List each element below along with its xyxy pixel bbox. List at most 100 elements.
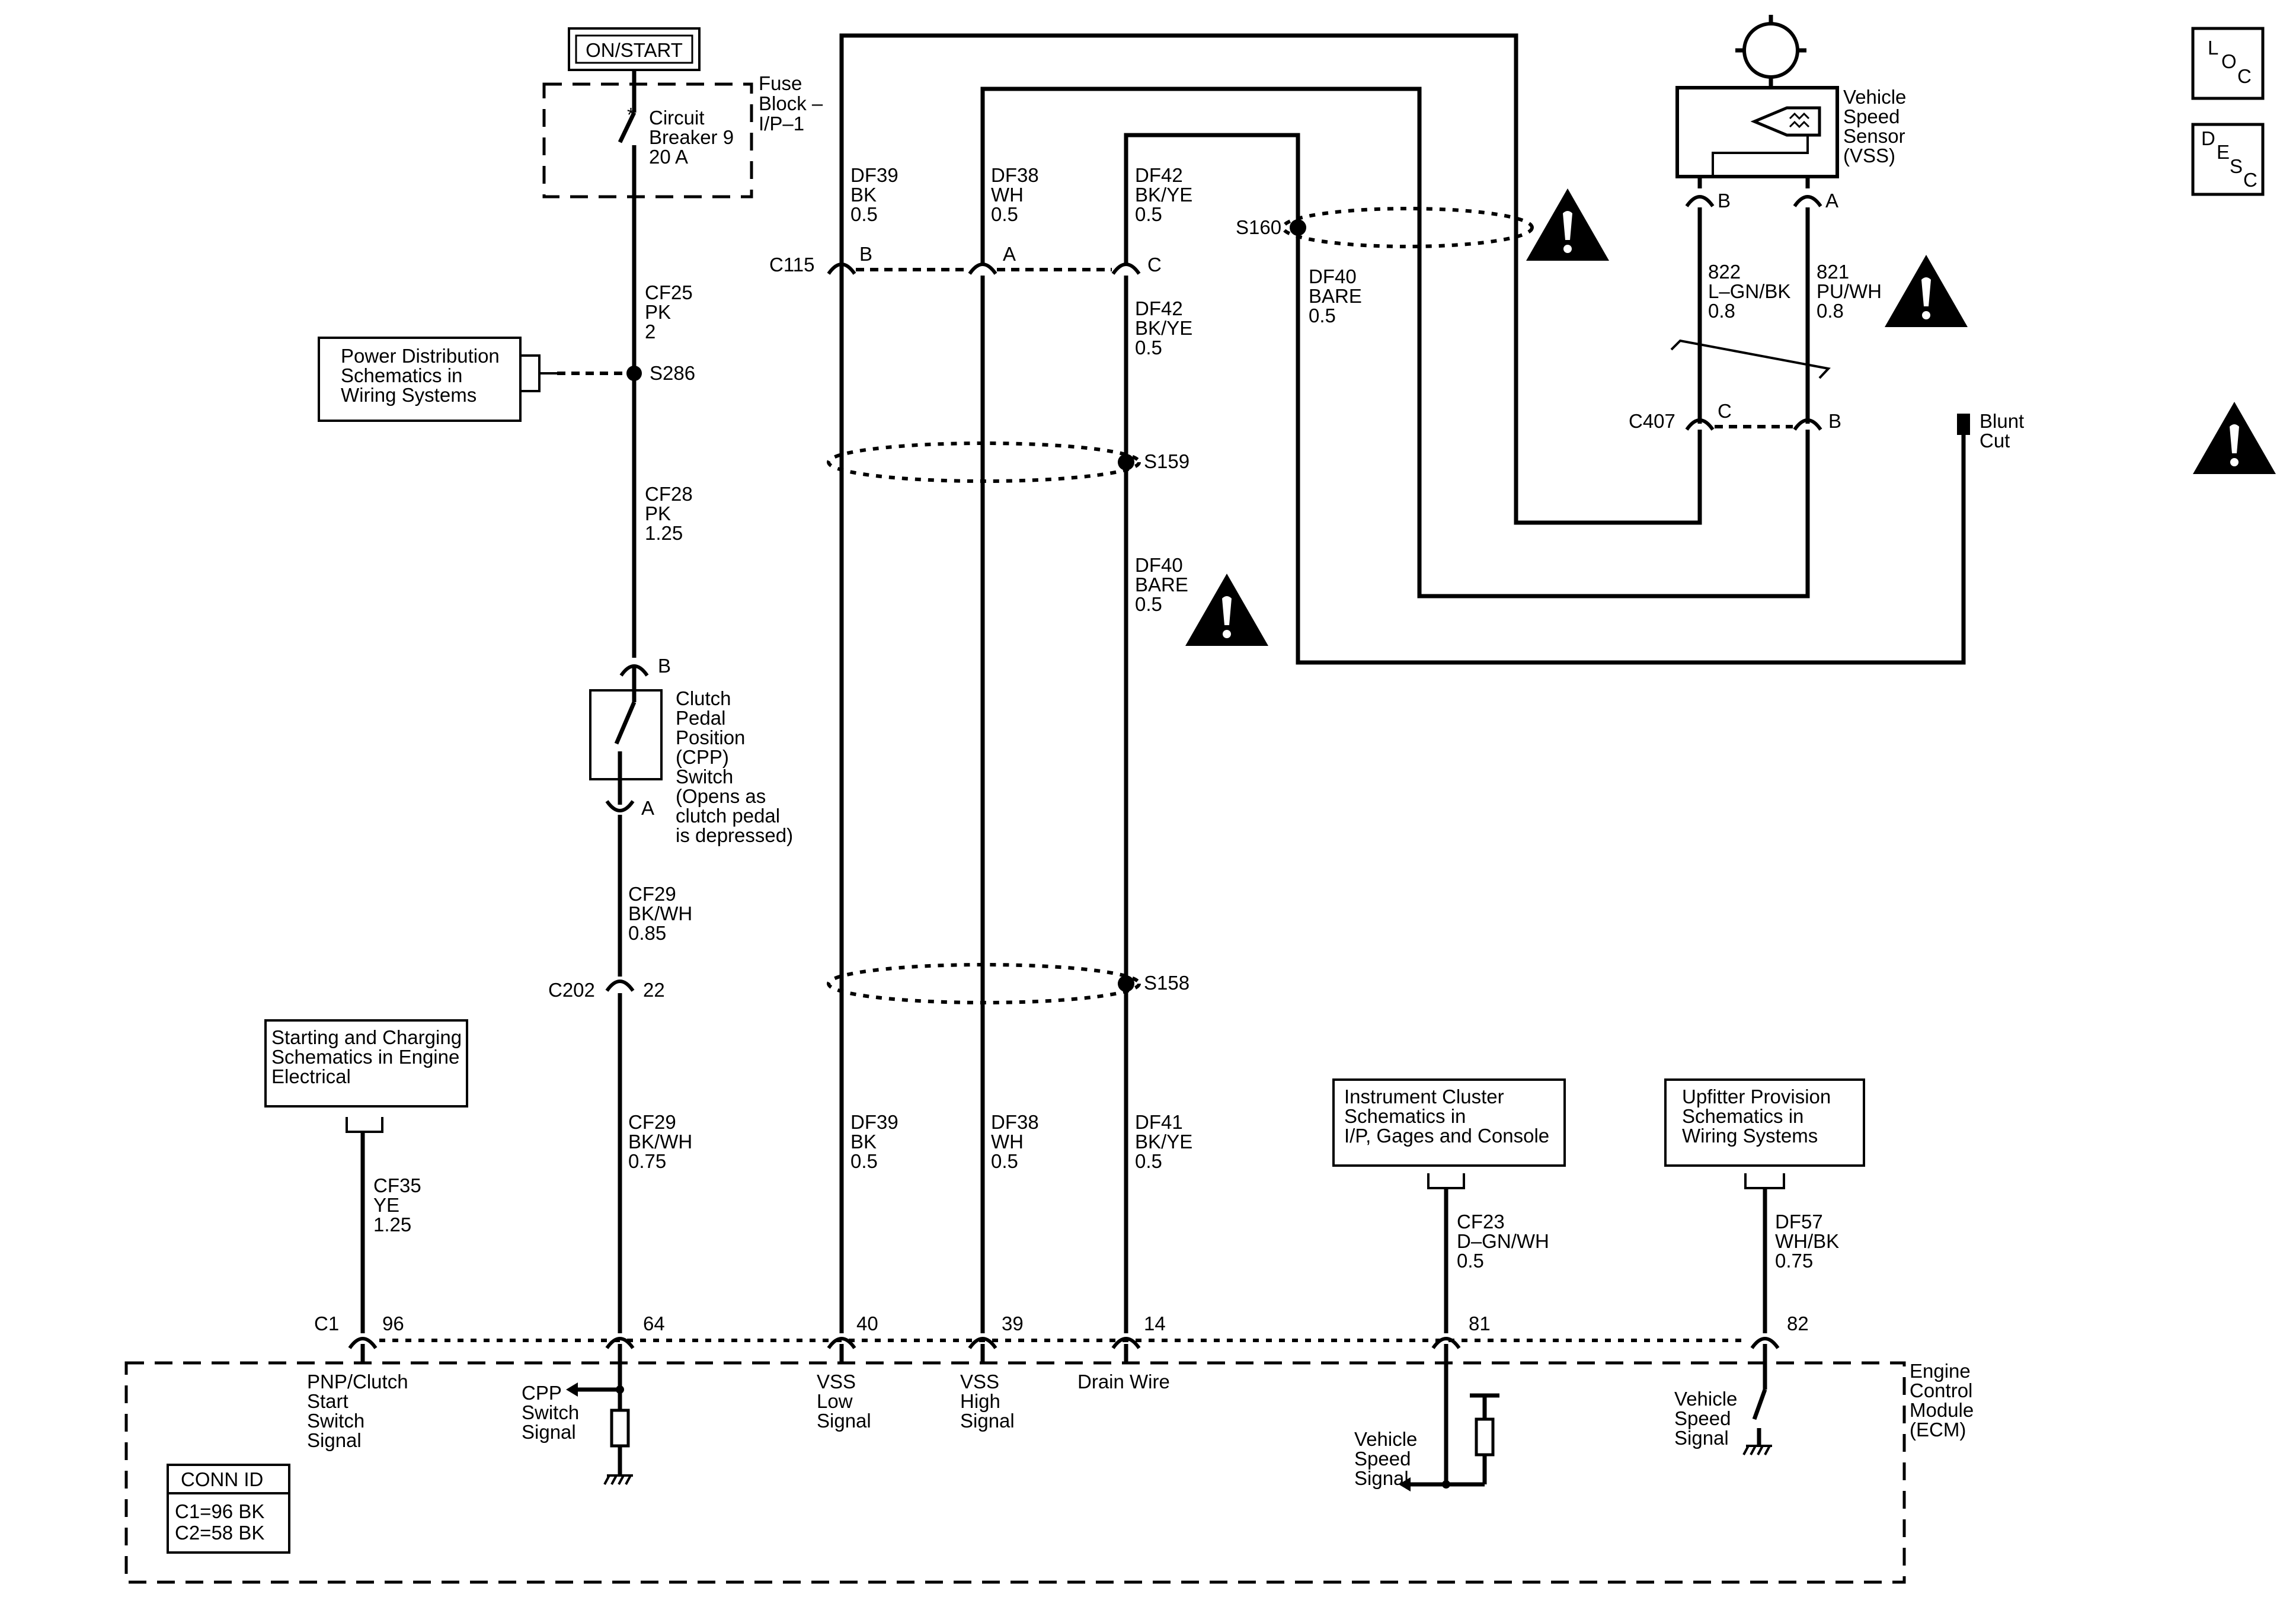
cpp-switch: B A Clutch Pedal Position (CPP) Switch (… [589,655,793,846]
connector-c202: C202 22 [548,979,665,1011]
svg-text:Start: Start [307,1390,348,1412]
connector-c115: C115 B A C [769,243,1162,296]
conn-id-table: CONN ID C1=96 BK C2=58 BK [167,1464,290,1554]
svg-text:Signal: Signal [1354,1467,1409,1489]
svg-text:1.25: 1.25 [645,522,683,544]
svg-text:CF23: CF23 [1457,1211,1505,1233]
svg-text:B: B [658,655,671,677]
location-button[interactable]: L O C [2191,27,2265,100]
svg-text:C202: C202 [548,979,595,1001]
svg-text:822: 822 [1708,261,1741,283]
splice-s159 [1118,454,1134,470]
svg-text:S159: S159 [1144,450,1189,472]
wire-label-cf29-upper: CF29 BK/WH 0.85 [628,883,692,944]
svg-text:0.5: 0.5 [850,203,878,225]
svg-text:BK: BK [850,1131,877,1153]
vss-low-signal-label: VSS Low Signal [817,1371,871,1432]
wire-label-cf35: CF35 YE 1.25 [373,1174,421,1235]
svg-text:96: 96 [382,1313,404,1334]
svg-text:0.5: 0.5 [1309,305,1336,327]
svg-text:Schematics in Engine: Schematics in Engine [271,1046,459,1068]
warning-icon[interactable] [2193,402,2276,474]
svg-text:CF29: CF29 [628,883,676,905]
svg-text:DF39: DF39 [850,164,898,186]
svg-text:BK/WH: BK/WH [628,902,692,924]
svg-text:PK: PK [645,301,671,323]
svg-text:82: 82 [1787,1313,1809,1334]
svg-text:CF35: CF35 [373,1174,421,1196]
svg-text:0.75: 0.75 [628,1150,666,1172]
warning-icon[interactable] [1885,255,1968,327]
svg-text:81: 81 [1469,1313,1491,1334]
svg-text:0.5: 0.5 [1135,593,1162,615]
svg-text:Pedal: Pedal [676,707,725,729]
svg-text:(VSS): (VSS) [1843,145,1895,167]
wire-label-821: 821 PU/WH 0.8 [1817,261,1882,322]
wire-label-cf28: CF28 PK 1.25 [645,483,693,544]
svg-text:BK/YE: BK/YE [1135,184,1192,206]
ref-power-distribution[interactable]: Power Distribution Schematics in Wiring … [318,337,522,422]
warning-icon[interactable] [1185,574,1268,646]
svg-text:PK: PK [645,502,671,524]
svg-text:Signal: Signal [307,1429,362,1451]
svg-text:E: E [2217,141,2230,163]
svg-text:20 A: 20 A [649,146,688,168]
svg-text:A: A [641,797,654,819]
svg-text:Vehicle: Vehicle [1843,86,1906,108]
svg-text:Upfitter Provision: Upfitter Provision [1682,1086,1831,1108]
svg-text:B: B [1718,190,1731,212]
splice-s158 [1118,975,1134,992]
svg-text:Switch: Switch [307,1410,364,1432]
svg-text:14: 14 [1144,1313,1166,1334]
svg-text:Breaker 9: Breaker 9 [649,126,734,148]
svg-text:22: 22 [643,979,665,1001]
vehicle-speed-upfitter-circuit: Vehicle Speed Signal [1674,1363,1772,1455]
svg-text:D–GN/WH: D–GN/WH [1457,1230,1549,1252]
svg-text:40: 40 [856,1313,878,1334]
svg-text:1.25: 1.25 [373,1214,411,1235]
wire-label-cf25: CF25 PK 2 [645,281,693,343]
svg-text:WH: WH [991,1131,1024,1153]
svg-text:Engine: Engine [1910,1360,1971,1382]
wire-label-df38-upper: DF38 WH 0.5 [991,164,1039,225]
connector-c407: C407 C B [1629,400,1841,432]
svg-text:BARE: BARE [1309,285,1362,307]
svg-text:BARE: BARE [1135,574,1188,596]
splice-s160 [1290,219,1306,236]
svg-text:L: L [2208,37,2218,59]
svg-text:DF38: DF38 [991,164,1039,186]
svg-text:Schematics in: Schematics in [341,364,462,386]
ref-starting-charging[interactable]: Starting and Charging Schematics in Engi… [264,1019,468,1108]
svg-text:I/P, Gages and Console: I/P, Gages and Console [1344,1125,1549,1147]
svg-text:WH: WH [991,184,1024,206]
svg-text:Signal: Signal [817,1410,871,1432]
warning-icon[interactable] [1526,188,1609,261]
svg-text:Switch: Switch [676,766,733,788]
svg-text:Control: Control [1910,1379,1972,1401]
description-button[interactable]: D E S C [2191,123,2265,196]
svg-text:Low: Low [817,1390,853,1412]
svg-text:High: High [960,1390,1000,1412]
wire-label-822: 822 L–GN/BK 0.8 [1708,261,1790,322]
vehicle-speed-output-circuit: Vehicle Speed Signal [1354,1363,1499,1491]
svg-text:0.5: 0.5 [850,1150,878,1172]
svg-text:C1: C1 [314,1313,339,1334]
wire-label-df39-upper: DF39 BK 0.5 [850,164,898,225]
svg-text:clutch pedal: clutch pedal [676,805,780,827]
svg-text:B: B [859,243,872,265]
ref-instrument-cluster[interactable]: Instrument Cluster Schematics in I/P, Ga… [1332,1078,1566,1167]
svg-text:A: A [1003,243,1016,265]
ecm-module: Engine Control Module (ECM) [124,1360,1974,1584]
svg-text:0.5: 0.5 [991,203,1018,225]
svg-text:Schematics in: Schematics in [1344,1105,1466,1127]
pnp-clutch-signal-label: PNP/Clutch Start Switch Signal [307,1371,408,1451]
svg-text:0.8: 0.8 [1817,300,1844,322]
svg-text:0.5: 0.5 [1135,337,1162,359]
svg-text:C: C [2237,65,2252,87]
wire-label-df57: DF57 WH/BK 0.75 [1775,1211,1839,1272]
fuse-block: Fuse Block – I/P–1 * Circuit Breaker 9 2… [542,72,823,201]
svg-text:CF29: CF29 [628,1111,676,1133]
svg-text:DF57: DF57 [1775,1211,1823,1233]
ref-upfitter-provision[interactable]: Upfitter Provision Schematics in Wiring … [1664,1078,1865,1167]
wire-label-df42-lower: DF42 BK/YE 0.5 [1135,297,1192,359]
